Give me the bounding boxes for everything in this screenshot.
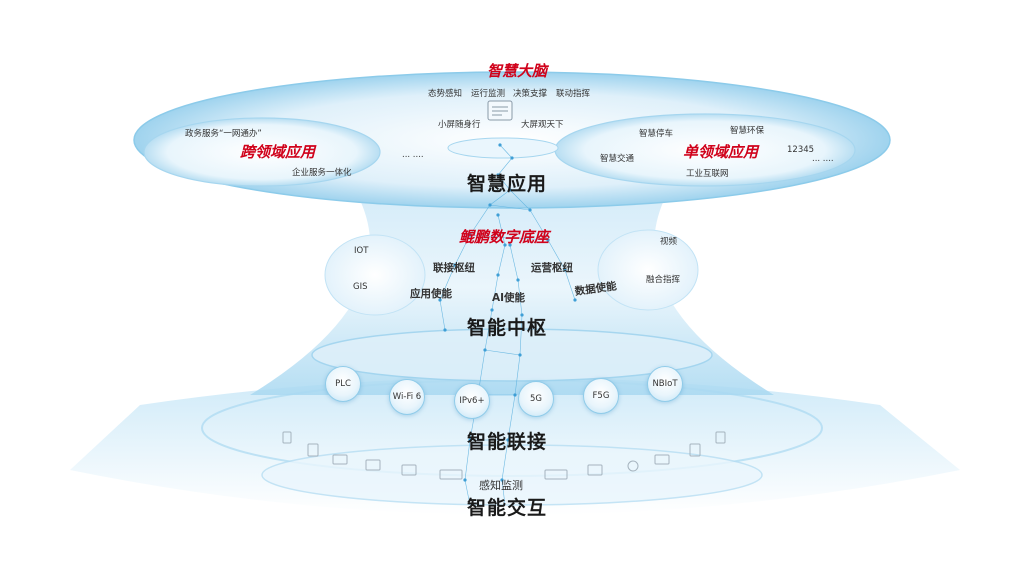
hub-ring xyxy=(311,328,713,382)
smart-interaction-label: 智能交互 xyxy=(467,497,548,519)
right-side-lobe xyxy=(597,229,699,311)
device-icons xyxy=(282,431,726,480)
figure-node xyxy=(453,263,457,267)
network-bubble-f5g: F5G xyxy=(583,378,619,414)
small-screen-label: 小屏随身行 xyxy=(438,120,481,130)
figure-node xyxy=(488,203,492,207)
single-domain-item-parking: 智慧停车 xyxy=(639,129,674,139)
side-iot-label: IOT xyxy=(354,246,369,256)
figure-node xyxy=(468,438,472,442)
figure-node xyxy=(463,478,467,482)
single-domain-item-industry: 工业互联网 xyxy=(686,169,729,179)
app-enablement-label: 应用使能 xyxy=(410,288,452,300)
cross-domain-item-more: ... .... xyxy=(402,150,424,160)
function-situational-awareness: 态势感知 xyxy=(428,89,463,99)
figure-node xyxy=(468,233,472,237)
figure-node xyxy=(498,143,502,147)
single-domain-item-hotline: 12345 xyxy=(787,145,815,155)
cross-domain-title: 跨领域应用 xyxy=(240,143,316,161)
figure-node xyxy=(573,298,577,302)
smart-brain-title: 智慧大脑 xyxy=(487,62,548,80)
side-video-label: 视频 xyxy=(660,237,678,247)
figure-node xyxy=(496,273,500,277)
figure-node xyxy=(496,213,500,217)
screen-icon xyxy=(487,100,513,121)
figure-node xyxy=(518,353,522,357)
smart-connect-label: 智能联接 xyxy=(467,431,548,453)
sensing-monitoring-label: 感知监测 xyxy=(479,479,523,492)
smart-hub-label: 智能中枢 xyxy=(467,317,548,339)
figure-node xyxy=(506,438,510,442)
figure-node xyxy=(563,268,567,272)
hub-connection-label: 联接枢纽 xyxy=(433,262,475,274)
cross-domain-item-enterprise: 企业服务一体化 xyxy=(292,168,352,178)
left-side-lobe xyxy=(324,234,426,316)
smart-application-label: 智慧应用 xyxy=(467,173,548,195)
function-linked-command: 联动指挥 xyxy=(556,89,591,99)
figure-node xyxy=(528,208,532,212)
network-bubble-plc: PLC xyxy=(325,366,361,402)
cross-domain-item-gov: 政务服务“一网通办” xyxy=(185,129,262,139)
large-screen-label: 大屏观天下 xyxy=(521,120,564,130)
figure-node xyxy=(503,243,507,247)
figure-node xyxy=(500,478,504,482)
function-decision-support: 决策支撑 xyxy=(513,89,548,99)
network-bubble-nbiot: NBIoT xyxy=(647,366,683,402)
cross-domain-disc xyxy=(143,117,381,187)
network-bubble-wifi6: Wi-Fi 6 xyxy=(389,379,425,415)
figure-nodes xyxy=(438,143,577,482)
single-domain-title: 单领域应用 xyxy=(683,143,759,161)
figure-node xyxy=(510,156,514,160)
network-bubble-5g: 5G xyxy=(518,381,554,417)
figure-node xyxy=(483,348,487,352)
figure-node xyxy=(546,238,550,242)
figure-node xyxy=(490,308,494,312)
figure-node xyxy=(508,243,512,247)
figure-node xyxy=(516,278,520,282)
single-domain-item-more: ... .... xyxy=(812,154,834,164)
figure-node xyxy=(513,393,517,397)
single-domain-item-traffic: 智慧交通 xyxy=(600,154,635,164)
function-operation-monitoring: 运行监测 xyxy=(471,89,506,99)
figure-node xyxy=(438,298,442,302)
figure-node xyxy=(508,188,512,192)
side-fusion-command-label: 融合指挥 xyxy=(646,275,681,285)
side-gis-label: GIS xyxy=(353,282,368,292)
figure-node xyxy=(520,313,524,317)
kunpeng-digital-base-label: 鲲鹏数字底座 xyxy=(459,228,550,246)
single-domain-item-env: 智慧环保 xyxy=(730,126,765,136)
hub-operation-label: 运营枢纽 xyxy=(531,262,573,274)
sensing-ring xyxy=(261,444,763,506)
network-bubble-ipv6: IPv6+ xyxy=(454,383,490,419)
ai-enablement-label: AI使能 xyxy=(492,292,526,304)
figure-node xyxy=(443,328,447,332)
figure-node xyxy=(496,173,500,177)
